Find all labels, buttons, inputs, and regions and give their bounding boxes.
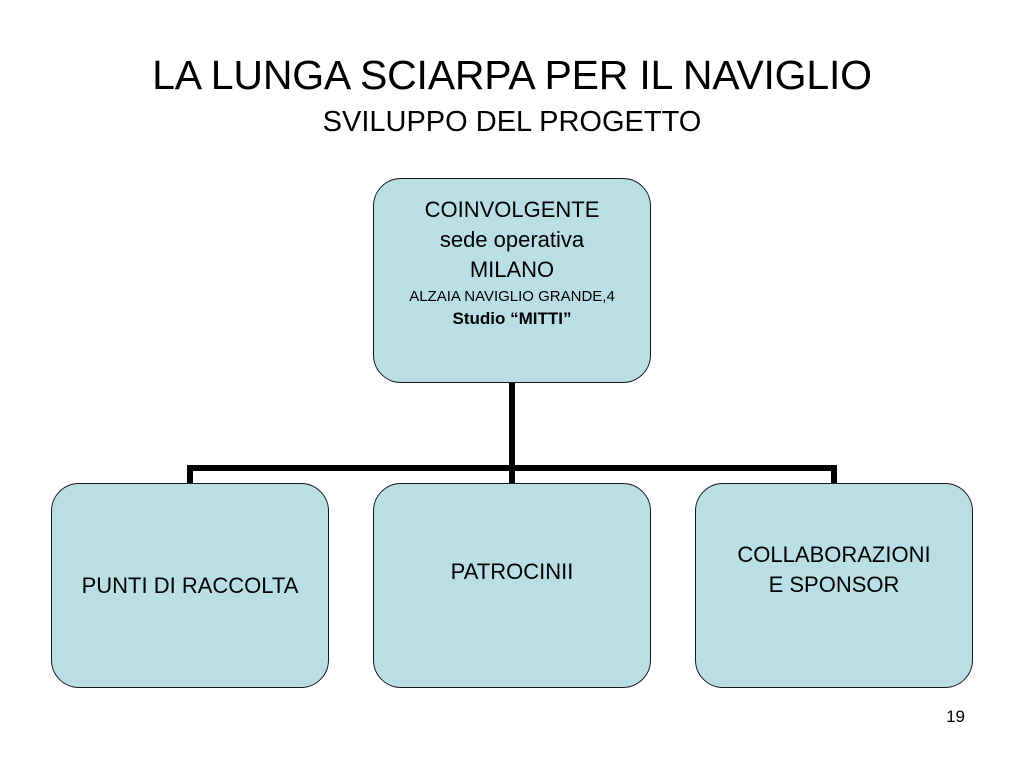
root-node-line3: MILANO — [469, 257, 555, 282]
root-node-studio: Studio “MITTI” — [452, 309, 572, 328]
child-node-label-line2: E SPONSOR — [768, 571, 900, 597]
child-node-collaborazioni: COLLABORAZIONI E SPONSOR — [695, 483, 973, 688]
root-node-line2: sede operativa — [439, 227, 585, 252]
root-node-address: ALZAIA NAVIGLIO GRANDE,4 — [409, 288, 615, 305]
child-node-label: PATROCINII — [450, 558, 574, 584]
child-node-label: PUNTI DI RACCOLTA — [81, 572, 299, 598]
slide-subtitle: SVILUPPO DEL PROGETTO — [322, 106, 702, 138]
child-node-patrocinii: PATROCINII — [373, 483, 651, 688]
root-node: COINVOLGENTE sede operativa MILANO ALZAI… — [373, 178, 651, 383]
child-node-punti-di-raccolta: PUNTI DI RACCOLTA — [51, 483, 329, 688]
slide-title: LA LUNGA SCIARPA PER IL NAVIGLIO — [152, 52, 872, 98]
child-node-label-stack: COLLABORAZIONI E SPONSOR — [737, 540, 930, 600]
root-node-line1: COINVOLGENTE — [424, 197, 600, 222]
child-node-label-line1: COLLABORAZIONI — [737, 541, 931, 567]
page-number: 19 — [946, 707, 965, 726]
